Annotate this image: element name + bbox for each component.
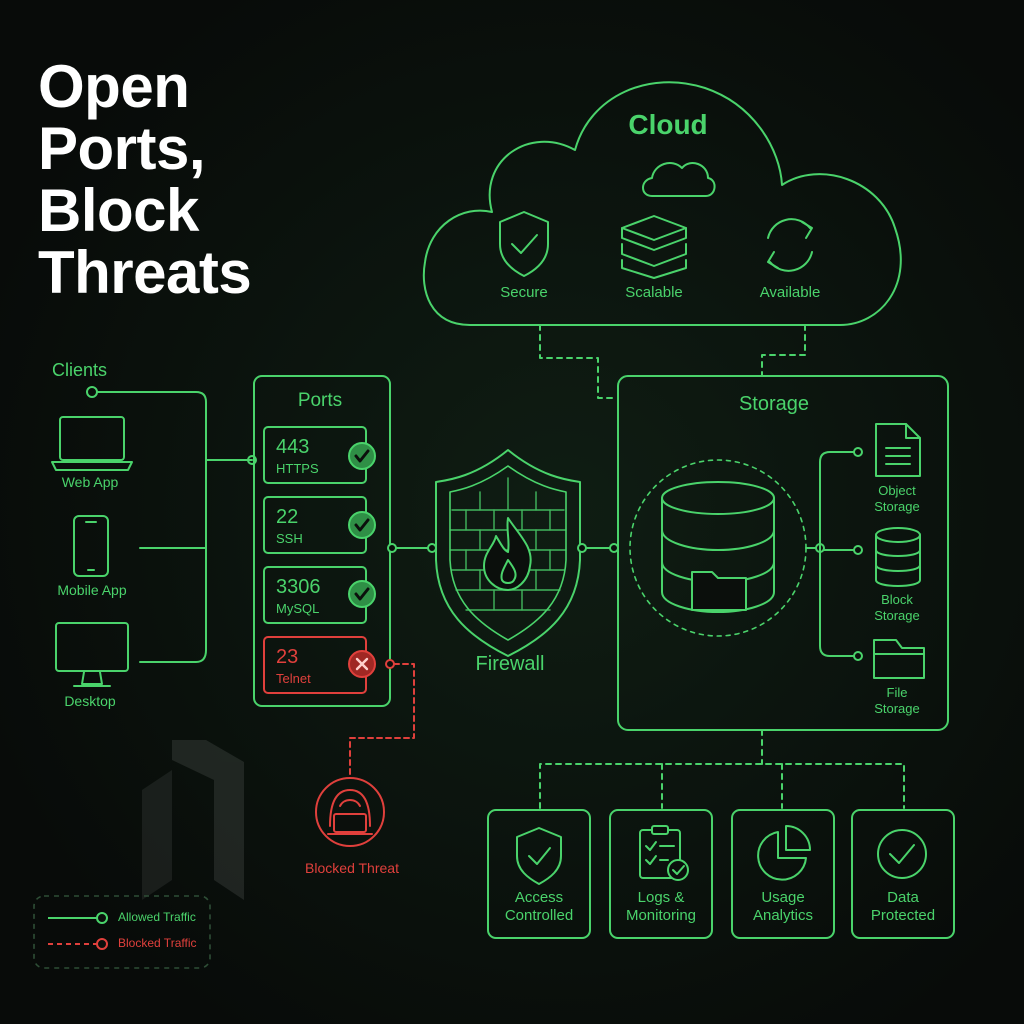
title-line: Open: [38, 53, 190, 120]
shield-check-icon: [499, 211, 549, 277]
legend: [33, 895, 211, 969]
feature-label-scalable: Scalable: [625, 284, 683, 301]
check-badge-icon: [348, 442, 376, 470]
laptop-icon: [51, 416, 133, 471]
label-line: Analytics: [752, 907, 814, 924]
client-label-mobile: Mobile App: [57, 582, 127, 598]
cloud-label: Cloud: [628, 109, 708, 140]
refresh-icon: [767, 218, 813, 272]
legend-blocked-label: Blocked Traffic: [118, 936, 197, 950]
monitor-icon: [55, 622, 129, 687]
check-circle-icon: [877, 829, 927, 879]
output-box-usage: [731, 809, 835, 939]
database-icon: [875, 527, 921, 587]
x-badge-icon: [348, 650, 376, 678]
client-label-web: Web App: [61, 474, 119, 490]
port-number: 3306: [276, 576, 321, 598]
label-line: Protected: [870, 907, 936, 924]
legend-allowed-label: Allowed Traffic: [118, 910, 196, 924]
hacker-icon: [327, 789, 373, 835]
feature-label-available: Available: [759, 284, 821, 301]
check-badge-icon: [348, 511, 376, 539]
folder-icon: [873, 639, 925, 679]
port-number: 23: [276, 646, 299, 668]
storage-tree: [819, 451, 859, 657]
clients-label: Clients: [52, 360, 108, 380]
cloud-to-storage-link-left: [539, 324, 617, 399]
output-box-data: [851, 809, 955, 939]
port-number: 443: [276, 436, 310, 458]
cloud-outline: [422, 81, 902, 326]
title-line: Ports,: [38, 115, 206, 182]
output-box-access: [487, 809, 591, 939]
port-protocol: HTTPS: [276, 461, 319, 476]
fire-icon: [483, 517, 532, 591]
page-title: Open Ports, Block Threats: [38, 56, 338, 304]
storage-panel: [617, 375, 949, 731]
label-line: Data: [887, 889, 919, 906]
label-line: Monitoring: [625, 907, 697, 924]
watermark-logo: [142, 740, 244, 900]
ports-input-node: [247, 455, 257, 465]
firewall-shield: [435, 449, 581, 657]
blocked-traffic-link: [349, 663, 415, 777]
output-label-access: Access Controlled: [488, 889, 590, 925]
shield-check-icon: [516, 827, 562, 885]
client-label-desktop: Desktop: [64, 693, 116, 709]
label-line: Block: [881, 592, 913, 607]
pie-chart-icon: [757, 825, 811, 881]
output-label-usage: Usage Analytics: [732, 889, 834, 925]
title-line: Block: [38, 177, 199, 244]
label-line: Storage: [874, 700, 920, 716]
firewall-label: Firewall: [475, 653, 545, 675]
ports-label: Ports: [297, 390, 343, 411]
threat-circle: [315, 777, 385, 847]
layers-icon: [621, 215, 687, 279]
output-label-data: Data Protected: [852, 889, 954, 925]
storage-item-label-block: Block Storage: [852, 592, 942, 623]
port-protocol: MySQL: [276, 601, 320, 616]
port-protocol: Telnet: [276, 671, 311, 686]
label-line: Storage: [874, 498, 920, 514]
clients-trunk: [96, 391, 207, 663]
label-line: File: [886, 685, 908, 700]
port-protocol: SSH: [276, 531, 303, 546]
cloud-icon: [642, 162, 716, 197]
label-line: Access: [514, 889, 564, 906]
blocked-threat-label: Blocked Threat: [305, 860, 399, 876]
storage-item-label-object: Object Storage: [852, 483, 942, 514]
port-number: 22: [276, 506, 299, 528]
check-badge-icon: [348, 580, 376, 608]
output-label-logs: Logs & Monitoring: [610, 889, 712, 925]
storage-item-label-file: File Storage: [852, 685, 942, 716]
document-icon: [875, 423, 921, 477]
title-line: Threats: [38, 239, 252, 306]
feature-label-secure: Secure: [500, 284, 548, 301]
output-box-logs: [609, 809, 713, 939]
ports-panel: [253, 375, 391, 707]
label-line: Storage: [874, 607, 920, 623]
label-line: Logs &: [637, 889, 685, 906]
cloud-to-storage-link-right: [761, 324, 806, 377]
label-line: Usage: [761, 889, 805, 906]
label-line: Controlled: [504, 907, 574, 924]
storage-label: Storage: [738, 393, 810, 415]
clipboard-check-icon: [639, 825, 689, 881]
database-folder-icon: [661, 481, 775, 613]
smartphone-icon: [73, 515, 109, 577]
label-line: Object: [878, 483, 916, 498]
